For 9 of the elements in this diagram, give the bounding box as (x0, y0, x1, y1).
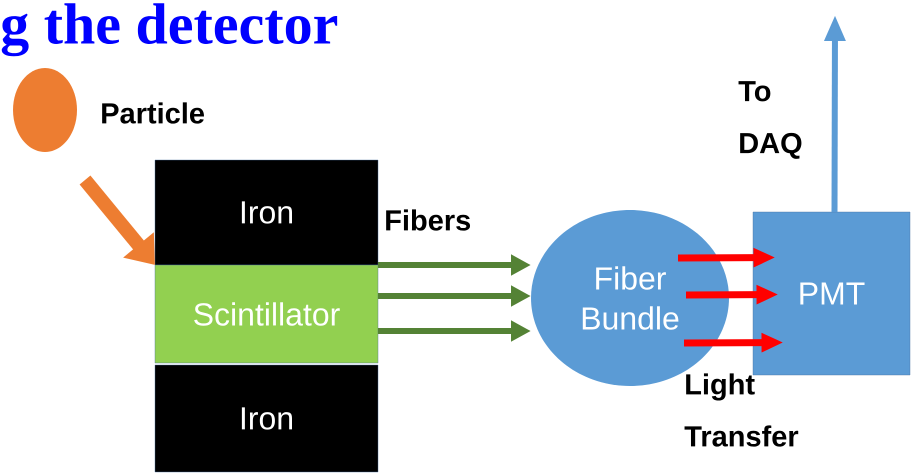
iron-block: Iron (154, 364, 378, 472)
particle-circle (13, 68, 77, 152)
title: g the detector (2, 3, 338, 56)
scintillator-block: Scintillator (154, 264, 378, 364)
node-label: Particle (102, 102, 204, 124)
pmt-box: PMT (752, 212, 910, 376)
iron-block: Iron (154, 160, 378, 266)
label: To DAQ (738, 81, 802, 159)
label: Fibers (386, 209, 470, 231)
